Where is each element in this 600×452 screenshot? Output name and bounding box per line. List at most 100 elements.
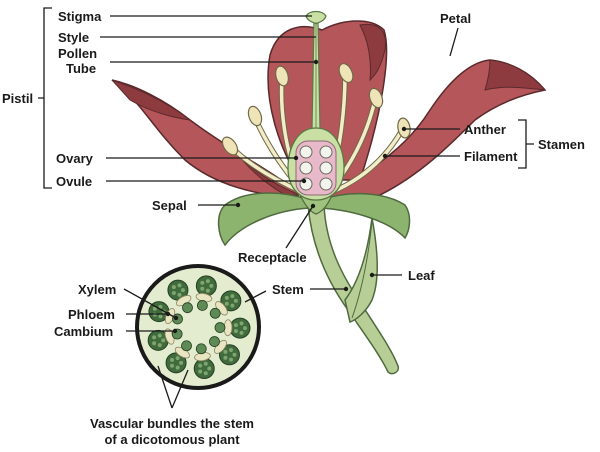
cell bbox=[177, 292, 182, 297]
leader-caption-a bbox=[157, 365, 173, 409]
cell bbox=[170, 357, 175, 362]
stem-and-leaf bbox=[307, 204, 400, 375]
leader-dot bbox=[313, 59, 319, 65]
label-cambium: Cambium bbox=[54, 324, 113, 339]
leaf-shape bbox=[344, 217, 378, 323]
leader-dot bbox=[235, 202, 241, 208]
cell bbox=[179, 360, 184, 365]
cell bbox=[203, 371, 208, 376]
cell bbox=[229, 357, 234, 362]
phloem-cluster bbox=[182, 302, 193, 314]
label-leaf: Leaf bbox=[408, 268, 435, 283]
cell bbox=[230, 294, 235, 299]
cell bbox=[198, 363, 203, 368]
cell bbox=[205, 279, 210, 284]
phloem-cluster bbox=[196, 300, 208, 311]
label-ovule: Ovule bbox=[56, 174, 92, 189]
xylem-cluster bbox=[165, 352, 187, 374]
leader-dot bbox=[369, 272, 375, 278]
label-pollen-tube-1: Pollen bbox=[58, 46, 97, 61]
stigma-shape bbox=[305, 10, 327, 25]
label-ovary: Ovary bbox=[56, 151, 94, 166]
receptacle-shape bbox=[299, 194, 333, 215]
cell bbox=[175, 356, 180, 361]
label-sepal: Sepal bbox=[152, 198, 187, 213]
anther bbox=[338, 62, 354, 84]
caption-line-1: Vascular bundles the stem bbox=[90, 416, 254, 431]
label-style: Style bbox=[58, 30, 89, 45]
xylem-cluster bbox=[220, 290, 242, 312]
anther bbox=[221, 136, 239, 156]
anther bbox=[275, 65, 289, 87]
cell bbox=[152, 335, 157, 340]
phloem-cluster bbox=[209, 336, 220, 347]
cell bbox=[223, 355, 228, 360]
phloem-cluster bbox=[195, 343, 207, 355]
phloem-cluster bbox=[214, 322, 226, 333]
label-pollen-tube-2: Tube bbox=[66, 61, 96, 76]
label-anther: Anther bbox=[464, 122, 506, 137]
cell bbox=[152, 306, 157, 311]
leader-dot bbox=[293, 155, 299, 161]
cell bbox=[175, 365, 180, 370]
leader-dot bbox=[343, 286, 349, 292]
cell bbox=[233, 323, 238, 328]
label-stamen: Stamen bbox=[538, 137, 585, 152]
cell bbox=[171, 285, 176, 290]
ovule-shape bbox=[299, 177, 313, 191]
ovule-shape bbox=[319, 177, 333, 191]
labels: Stigma Style Pollen Tube Pistil Ovary Ov… bbox=[2, 9, 585, 447]
cell bbox=[224, 295, 229, 300]
label-receptacle: Receptacle bbox=[238, 250, 307, 265]
cell bbox=[239, 321, 244, 326]
vascular-bundle bbox=[148, 301, 183, 325]
cell bbox=[232, 352, 237, 357]
stamen-bracket bbox=[518, 119, 534, 169]
petal-left-fold bbox=[111, 79, 192, 121]
ovule-shape bbox=[319, 145, 333, 159]
label-pistil: Pistil bbox=[2, 91, 33, 106]
anther bbox=[247, 105, 263, 127]
cell bbox=[200, 286, 205, 291]
stem-cross-section bbox=[135, 264, 261, 390]
leader-dot bbox=[173, 315, 179, 321]
leader-dot bbox=[382, 153, 388, 159]
label-filament: Filament bbox=[464, 149, 518, 164]
vascular-bundle bbox=[214, 317, 251, 339]
cell bbox=[242, 326, 247, 331]
vascular-bundles bbox=[147, 275, 251, 380]
cell bbox=[152, 341, 157, 346]
vascular-bundle bbox=[209, 290, 242, 319]
stem bbox=[307, 204, 400, 375]
cell bbox=[207, 366, 212, 371]
cell bbox=[158, 304, 163, 309]
caption-line-2: of a dicotomous plant bbox=[104, 432, 240, 447]
label-petal: Petal bbox=[440, 11, 471, 26]
ovule-shape bbox=[299, 161, 313, 175]
leader-petal bbox=[449, 27, 459, 57]
cell bbox=[200, 280, 205, 285]
petal-center-fold bbox=[359, 23, 387, 82]
leader-dot bbox=[172, 328, 178, 334]
ovule-shape bbox=[319, 161, 333, 175]
cell bbox=[223, 349, 228, 354]
vascular-bundle bbox=[165, 340, 192, 374]
sepal-right bbox=[319, 192, 411, 240]
leader-dot bbox=[310, 203, 316, 209]
anther bbox=[368, 87, 384, 109]
vascular-bundle bbox=[195, 275, 217, 311]
label-phloem: Phloem bbox=[68, 307, 115, 322]
cell bbox=[158, 314, 163, 319]
leader-receptacle bbox=[285, 205, 314, 249]
leader-dot bbox=[301, 178, 307, 184]
leaf-vein bbox=[351, 221, 373, 319]
cell bbox=[224, 301, 229, 306]
cell bbox=[198, 369, 203, 374]
cell bbox=[157, 343, 162, 348]
pistil-bracket bbox=[38, 7, 52, 189]
vascular-bundle bbox=[167, 279, 193, 314]
cell bbox=[157, 333, 162, 338]
cell bbox=[233, 298, 238, 303]
sepals bbox=[217, 192, 411, 247]
label-stigma: Stigma bbox=[58, 9, 102, 24]
